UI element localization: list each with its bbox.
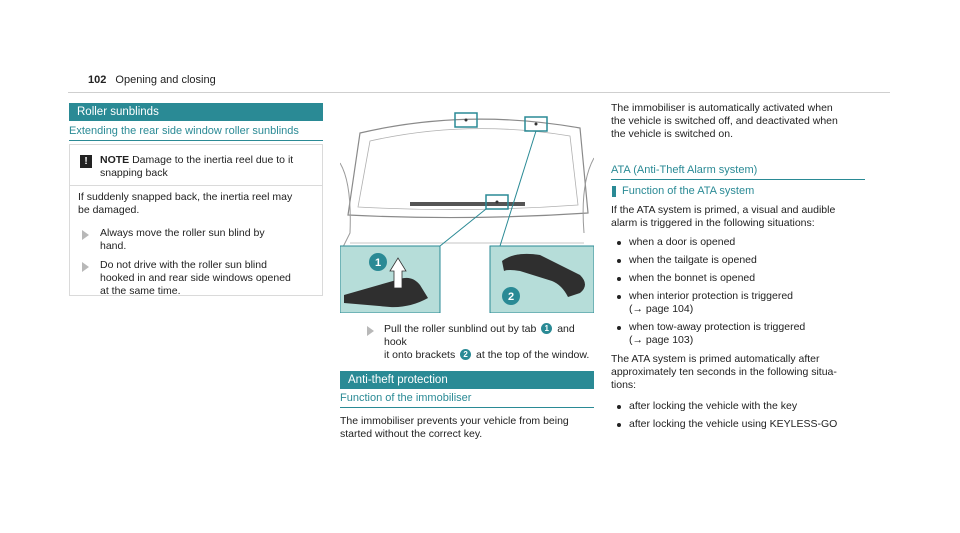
list-item: when the bonnet is opened — [629, 272, 756, 284]
list-item: when tow-away protection is triggered — [629, 321, 806, 333]
bullet-dot — [617, 423, 621, 427]
immobiliser-intro: The immobiliser is automatically activat… — [611, 102, 838, 140]
immobiliser-body: The immobiliser prevents your vehicle fr… — [340, 415, 569, 440]
page-number: 102 — [88, 74, 107, 86]
sunblind-step: Pull the roller sunblind out by tab 1 an… — [384, 323, 590, 361]
page-reference: (→ page 104) — [629, 303, 694, 315]
list-item: when the tailgate is opened — [629, 254, 757, 266]
ata-para-1: If the ATA system is primed, a visual an… — [611, 204, 836, 229]
callout-2-badge: 2 — [460, 349, 472, 360]
step-arrow-icon — [367, 326, 374, 336]
list-item: after locking the vehicle with the key — [629, 400, 798, 412]
callout-1-marker — [369, 253, 387, 271]
tab-highlight — [485, 194, 509, 210]
page-reference: (→ page 103) — [629, 334, 694, 346]
bullet-dot — [617, 405, 621, 409]
bullet-dot — [617, 295, 621, 299]
list-item: after locking the vehicle using KEYLESS-… — [629, 418, 838, 430]
function-heading: Function of the ATA system — [622, 185, 755, 197]
notice-body: If suddenly snapped back, the inertia re… — [78, 191, 293, 216]
roller-blind-bar — [410, 202, 525, 206]
figure-callout-2: 2 — [508, 291, 514, 303]
step-arrow-icon — [82, 262, 89, 272]
step-arrow-icon — [82, 230, 89, 240]
callout-2-marker — [502, 287, 520, 305]
bullet-dot — [617, 277, 621, 281]
section-title: Anti-theft protection — [348, 374, 448, 386]
notice-header: ! NOTE Damage to the inertia reel due to… — [70, 145, 322, 186]
notice-label: NOTE — [100, 154, 130, 166]
list-item: when interior protection is triggered — [629, 290, 794, 302]
section-bar-roller-sunblinds: Roller sunblinds — [69, 103, 323, 121]
section-title: Roller sunblinds — [77, 106, 159, 118]
bullet-dot — [617, 241, 621, 245]
bracket-highlight — [454, 112, 478, 128]
section-bar-anti-theft: Anti-theft protection — [340, 371, 594, 389]
subsection-heading: Extending the rear side window roller su… — [69, 125, 323, 141]
warning-icon: ! — [80, 155, 92, 168]
notice-step-1: Always move the roller sun blind by hand… — [100, 227, 265, 252]
callout-1-badge: 1 — [541, 323, 553, 334]
list-item: when a door is opened — [629, 236, 736, 248]
subsection-heading: Function of the immobiliser — [340, 392, 594, 408]
ata-para-2: The ATA system is primed automatically a… — [611, 353, 837, 391]
bullet-dot — [617, 326, 621, 330]
notice-step-2: Do not drive with the roller sun blind h… — [100, 259, 291, 297]
subsection-heading: ATA (Anti-Theft Alarm system) — [611, 164, 865, 180]
page-header: 102 Opening and closing — [88, 74, 216, 86]
notice-box: ! NOTE Damage to the inertia reel due to… — [69, 144, 323, 297]
rear-window-sunblind-illustration: 1 2 — [340, 103, 594, 313]
page-header-title: Opening and closing — [115, 74, 216, 86]
pull-up-arrow-icon — [389, 257, 407, 289]
figure-callout-1: 1 — [375, 257, 381, 269]
function-marker — [612, 186, 616, 197]
bullet-dot — [617, 259, 621, 263]
header-rule — [68, 92, 890, 93]
notice-text: NOTE Damage to the inertia reel due to i… — [100, 154, 294, 179]
window-outline — [347, 118, 589, 219]
